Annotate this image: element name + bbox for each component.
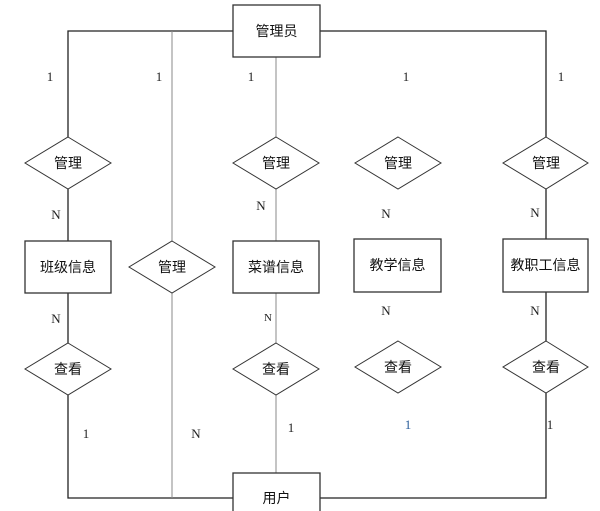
- cardinality-admin-menu: 1: [248, 69, 255, 84]
- relationship-manage-user: 管理: [128, 240, 216, 294]
- connector-admin-class: [67, 30, 233, 137]
- relationship-manage-menu: 管理: [232, 136, 320, 190]
- relationship-view-menu-label: 查看: [262, 362, 290, 378]
- relationship-manage-class-label: 管理: [54, 156, 82, 172]
- entity-teaching-info-label: 教学信息: [370, 257, 426, 274]
- relationship-view-staff-label: 查看: [532, 360, 560, 376]
- relationship-view-class-label: 查看: [54, 362, 82, 378]
- cardinality-manage-user-n: N: [191, 426, 201, 441]
- relationship-view-teaching-label: 查看: [384, 360, 412, 376]
- entity-teaching-info: 教学信息: [353, 238, 442, 293]
- relationship-manage-menu-label: 管理: [262, 156, 290, 172]
- cardinality-admin-user: 1: [156, 69, 163, 84]
- cardinality-class-view-n: N: [51, 311, 61, 326]
- connector-view-staff-user: [320, 393, 547, 499]
- cardinality-manage-menu-n: N: [256, 198, 266, 213]
- entity-admin: 管理员: [232, 4, 321, 58]
- relationship-manage-staff-label: 管理: [532, 156, 560, 172]
- cardinality-admin-class: 1: [47, 69, 54, 84]
- entity-staff-info-label: 教职工信息: [511, 257, 581, 274]
- cardinality-staff-view-n: N: [530, 303, 540, 318]
- connector-view-class-user: [67, 395, 233, 499]
- cardinality-admin-staff: 1: [558, 69, 565, 84]
- cardinality-view-menu-user: 1: [288, 420, 295, 435]
- entity-menu-info: 菜谱信息: [232, 240, 320, 294]
- entity-menu-info-label: 菜谱信息: [248, 259, 304, 276]
- relationship-manage-user-label: 管理: [158, 260, 186, 276]
- cardinality-view-teaching-user: 1: [405, 417, 412, 432]
- cardinality-teaching-view-n: N: [381, 303, 391, 318]
- cardinality-labels: 1 1 1 1 1 N N N N N N N N 1 N 1 1 1: [47, 69, 565, 441]
- relationship-manage-teaching-label: 管理: [384, 156, 412, 172]
- cardinality-view-class-user: 1: [83, 426, 90, 441]
- relationship-view-teaching: 查看: [354, 340, 442, 394]
- entity-staff-info: 教职工信息: [502, 238, 589, 293]
- entity-user-label: 用户: [263, 490, 291, 507]
- connectors: [67, 30, 547, 499]
- entity-class-info-label: 班级信息: [40, 259, 96, 276]
- cardinality-manage-teaching-n: N: [381, 206, 391, 221]
- entity-user: 用户: [232, 472, 321, 511]
- relationship-manage-teaching: 管理: [354, 136, 442, 190]
- relationship-view-class: 查看: [24, 342, 112, 396]
- relationship-view-menu: 查看: [232, 342, 320, 396]
- cardinality-view-staff-user: 1: [547, 417, 554, 432]
- relationship-manage-class: 管理: [24, 136, 112, 190]
- entity-class-info: 班级信息: [24, 240, 112, 294]
- cardinality-menu-view-n: N: [264, 312, 272, 324]
- entity-admin-label: 管理员: [256, 24, 298, 40]
- cardinality-admin-teaching: 1: [403, 69, 410, 84]
- connector-admin-staff: [320, 30, 547, 137]
- relationship-view-staff: 查看: [502, 340, 589, 394]
- cardinality-manage-class-n: N: [51, 207, 61, 222]
- relationship-manage-staff: 管理: [502, 136, 589, 190]
- cardinality-manage-staff-n: N: [530, 205, 540, 220]
